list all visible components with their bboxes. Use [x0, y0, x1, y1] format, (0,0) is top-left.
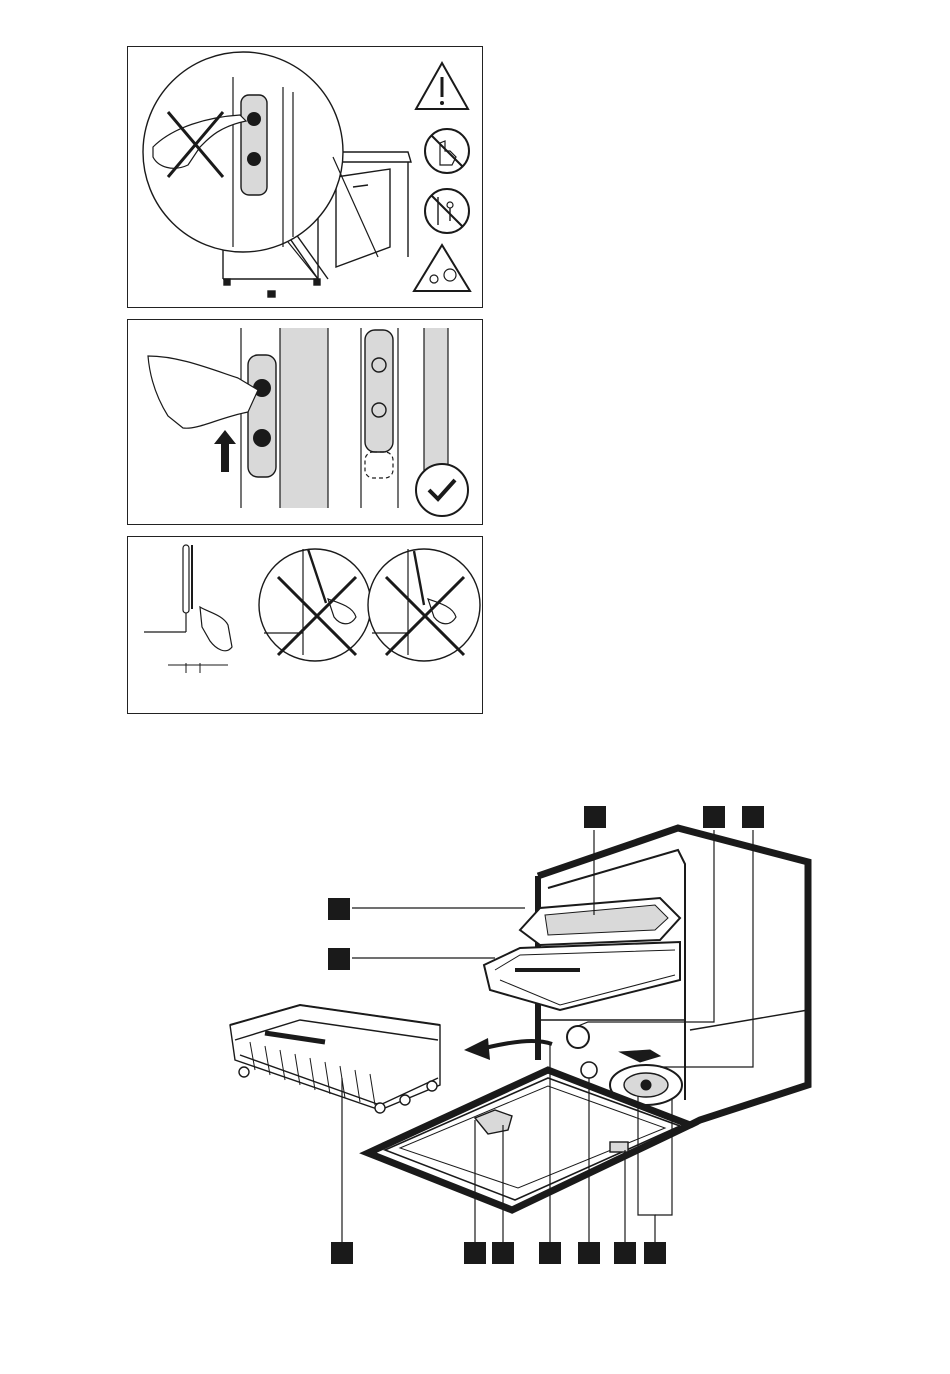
- hinge-adjust-illustration: [128, 320, 484, 526]
- no-child-climb-icon: [425, 189, 469, 233]
- warning-triangle-icon: [416, 63, 468, 109]
- dishwasher-parts-diagram: [0, 780, 950, 1300]
- callout-marker: [492, 1242, 514, 1264]
- callout-marker: [742, 806, 764, 828]
- install-warning-panel: [127, 46, 483, 308]
- no-touch-hand-icon: [425, 129, 469, 173]
- callout-marker: [331, 1242, 353, 1264]
- hinge-adjust-panel: [127, 319, 483, 525]
- door-gap-illustration: [128, 537, 484, 715]
- callout-marker: [614, 1242, 636, 1264]
- callout-marker: [578, 1242, 600, 1264]
- dishwasher-body: [368, 828, 808, 1210]
- callout-marker: [328, 898, 350, 920]
- lower-basket: [230, 1005, 440, 1113]
- checkmark-icon: [416, 464, 468, 516]
- up-arrow-icon: [214, 430, 236, 472]
- pinch-hazard-icon: [414, 245, 470, 291]
- install-warning-illustration: [128, 47, 484, 309]
- callout-marker: [644, 1242, 666, 1264]
- callout-marker: [539, 1242, 561, 1264]
- callout-marker: [328, 948, 350, 970]
- callout-marker: [584, 806, 606, 828]
- callout-marker: [464, 1242, 486, 1264]
- callout-marker: [703, 806, 725, 828]
- door-gap-panel: [127, 536, 483, 714]
